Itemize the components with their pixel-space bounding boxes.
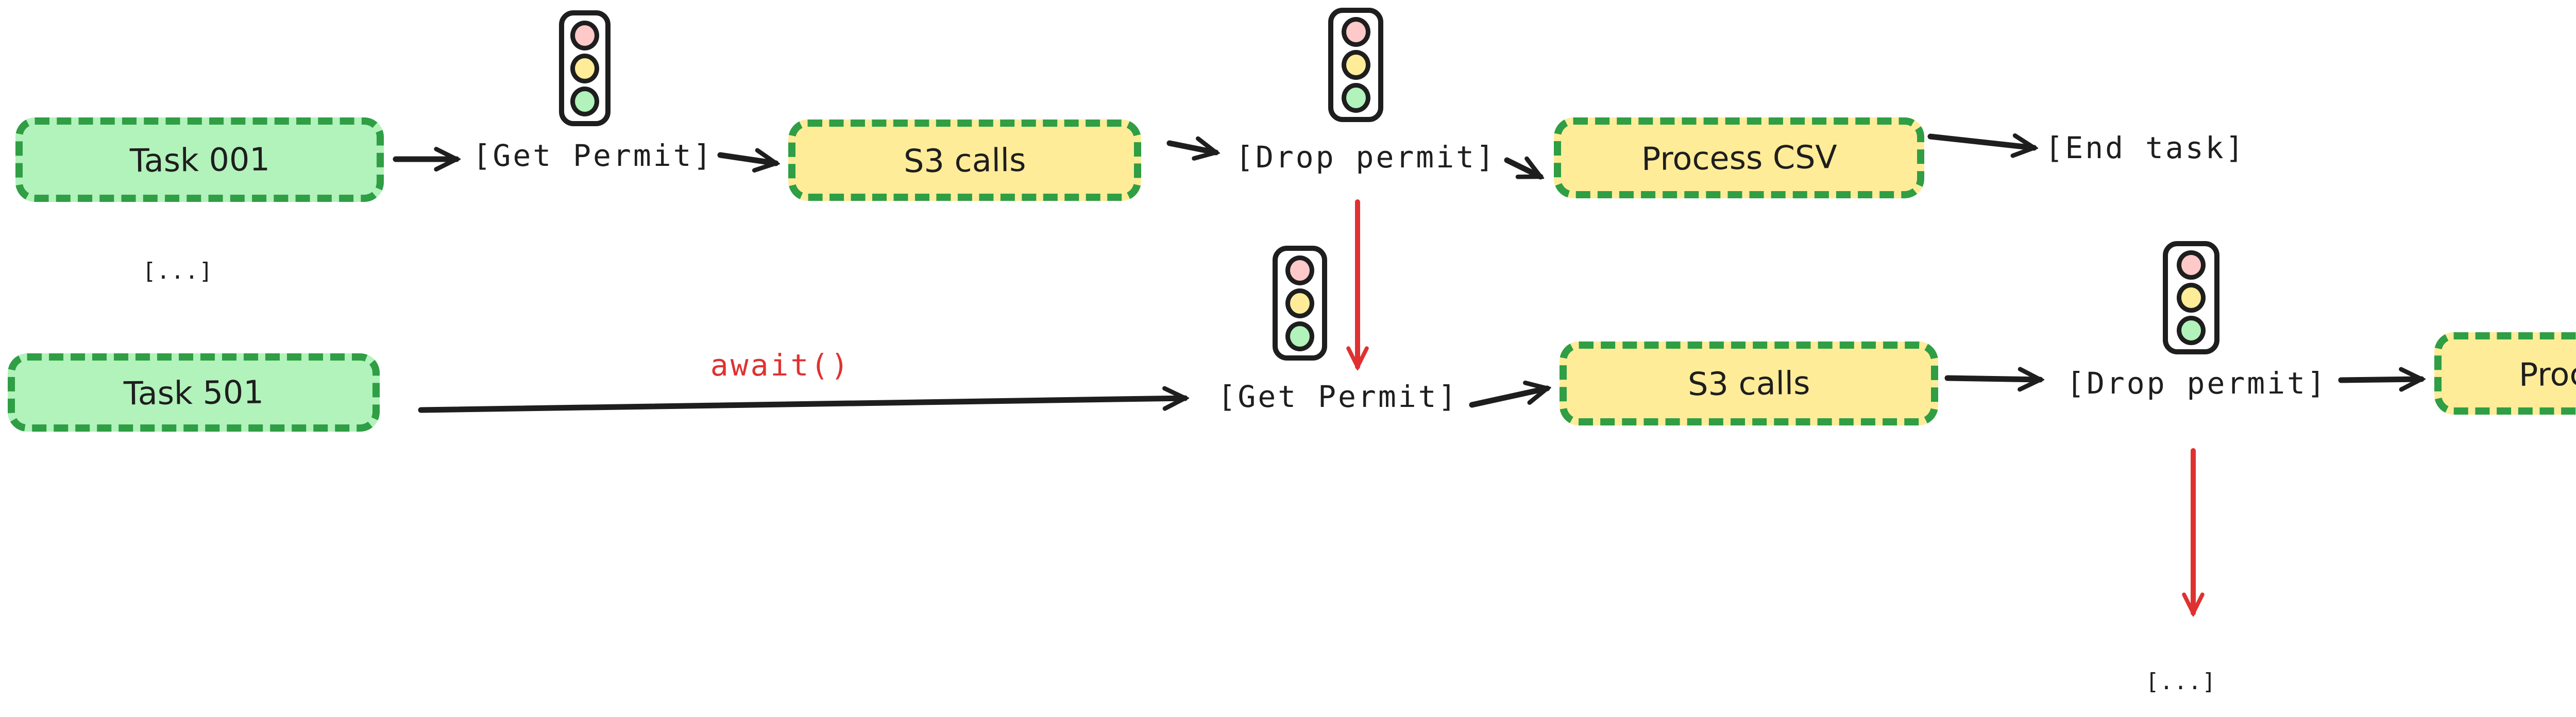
arrow-await-task501-to-get-permit bbox=[418, 398, 1185, 413]
red-light-icon bbox=[1285, 255, 1314, 285]
red-light-icon bbox=[2177, 250, 2206, 280]
arrow-get-permit-to-s3-row2 bbox=[1469, 388, 1547, 408]
yellow-light-icon bbox=[570, 53, 599, 83]
green-light-icon bbox=[1341, 83, 1370, 113]
arrow-drop-permit-to-process-row1 bbox=[1504, 160, 1540, 180]
red-light-icon bbox=[1341, 17, 1370, 47]
ellipsis-more-tasks: [...] bbox=[2145, 669, 2216, 695]
s3-calls-node-row1: S3 calls bbox=[788, 120, 1141, 201]
drop-permit-step-row2: [Drop permit] bbox=[2066, 366, 2327, 401]
drop-permit-step-row1: [Drop permit] bbox=[1235, 140, 1496, 175]
green-light-icon bbox=[1285, 321, 1314, 351]
arrow-s3-to-drop-permit-row1 bbox=[1166, 143, 1216, 152]
s3-calls-node-row2: S3 calls bbox=[1560, 342, 1938, 425]
yellow-light-icon bbox=[2177, 283, 2206, 313]
yellow-light-icon bbox=[1341, 50, 1370, 80]
arrow-process-to-end-task-row1 bbox=[1927, 136, 2034, 148]
green-light-icon bbox=[2177, 315, 2206, 345]
arrow-drop-permit-to-process-row2 bbox=[2338, 379, 2421, 380]
traffic-light-icon bbox=[1273, 246, 1327, 361]
task-501-label: Task 501 bbox=[123, 373, 264, 412]
task-001-label: Task 001 bbox=[129, 140, 270, 179]
get-permit-step-row1: [Get Permit] bbox=[472, 138, 714, 173]
red-light-icon bbox=[570, 20, 599, 50]
process-csv-node-row1: Process CSV bbox=[1554, 117, 1924, 198]
process-csv-node-row2: Process CSV bbox=[2434, 332, 2576, 415]
traffic-light-icon bbox=[2163, 241, 2219, 354]
traffic-light-icon bbox=[559, 10, 611, 126]
end-task-step-row1: [End task] bbox=[2045, 130, 2246, 165]
arrow-s3-to-drop-permit-row2 bbox=[1944, 378, 2040, 380]
yellow-light-icon bbox=[1285, 288, 1314, 318]
s3-calls-label-row2: S3 calls bbox=[1687, 364, 1810, 403]
task-001-node: Task 001 bbox=[15, 117, 384, 202]
process-csv-label-row2: Process CSV bbox=[2518, 354, 2576, 394]
process-csv-label-row1: Process CSV bbox=[1641, 138, 1837, 178]
traffic-light-icon bbox=[1328, 8, 1383, 122]
await-call-label: await() bbox=[710, 348, 851, 383]
green-light-icon bbox=[570, 86, 599, 116]
s3-calls-label-row1: S3 calls bbox=[903, 141, 1026, 180]
get-permit-step-row2: [Get Permit] bbox=[1217, 379, 1459, 414]
task-501-node: Task 501 bbox=[8, 353, 380, 432]
arrow-get-permit-to-s3-row1 bbox=[717, 155, 776, 163]
ellipsis-tasks: [...] bbox=[142, 258, 213, 284]
